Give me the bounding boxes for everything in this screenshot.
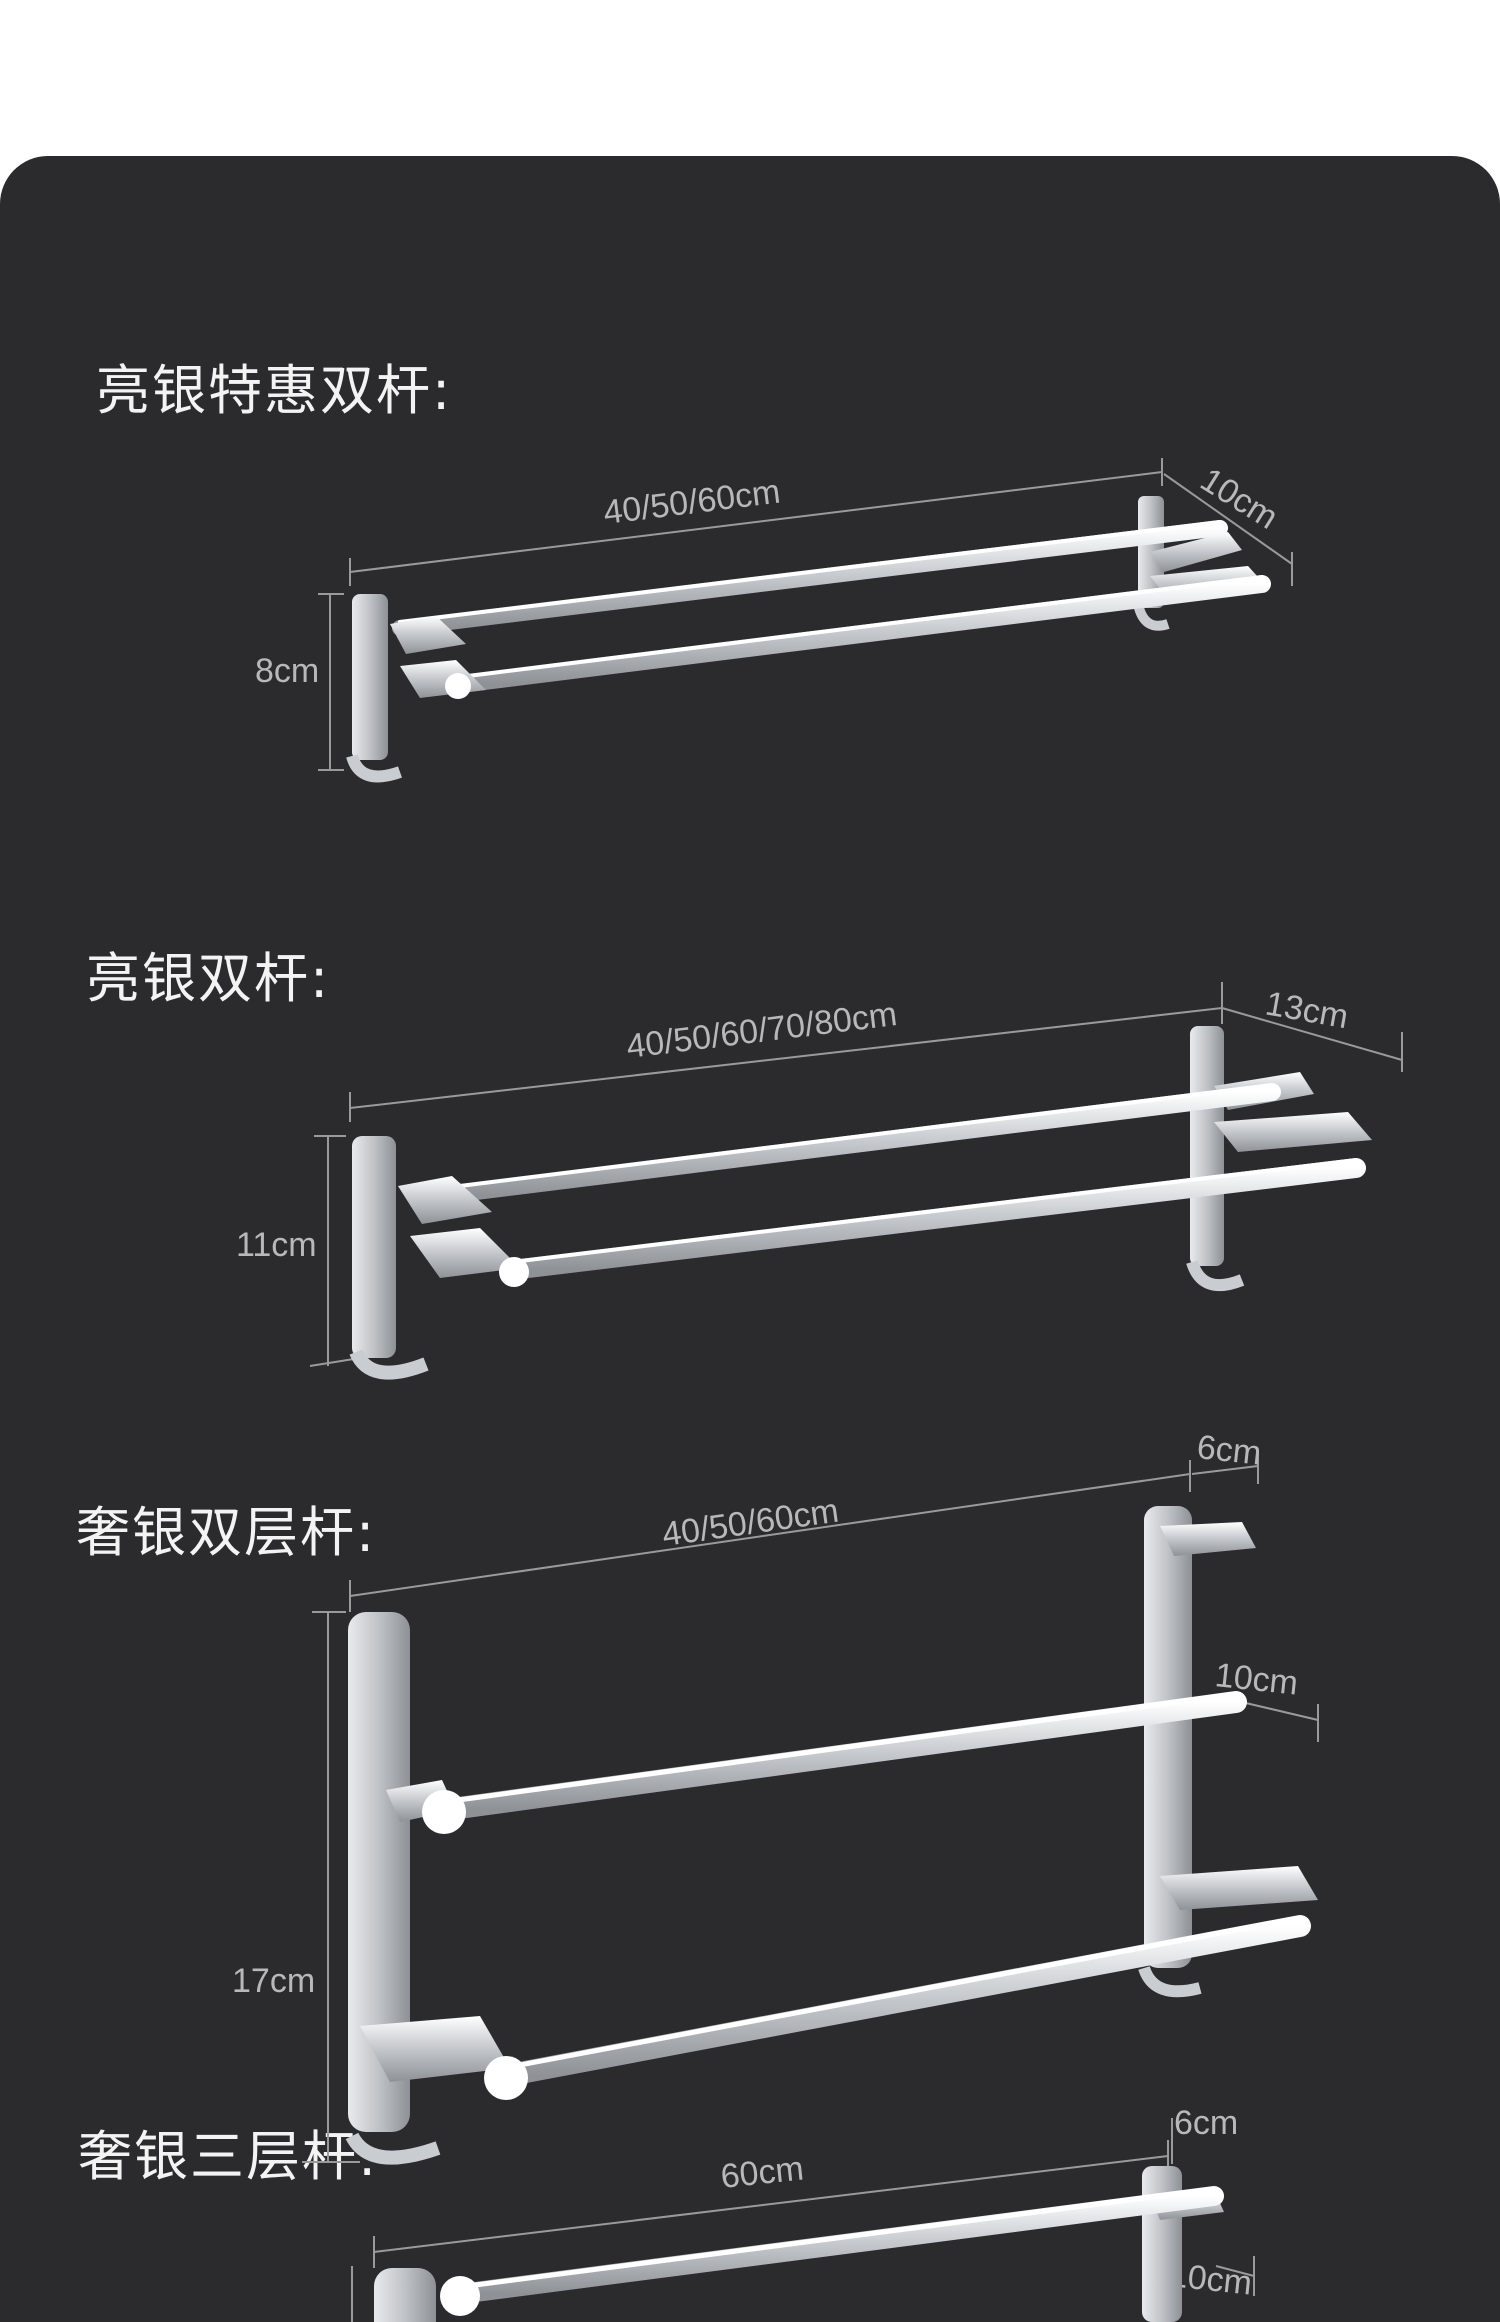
- height-label-1: 8cm: [255, 652, 319, 690]
- rack-illustration-4: 60cm 6cm 10cm: [351, 2104, 1255, 2322]
- length-label-4: 60cm: [719, 2149, 806, 2195]
- height-label-3: 17cm: [232, 1962, 315, 2000]
- length-label-3: 40/50/60cm: [660, 1492, 841, 1554]
- product-title-4: 奢银三层杆:: [78, 2125, 379, 2188]
- length-label-2: 40/50/60/70/80cm: [624, 995, 899, 1066]
- product-spec-card: 亮银特惠双杆: 亮银双杆: 奢银双层杆: 奢银三层杆:: [0, 156, 1500, 2322]
- rack-illustration-2: 40/50/60/70/80cm 13cm 11cm: [236, 982, 1403, 1380]
- rack-illustration-3: 40/50/60cm 6cm 10cm 17cm: [232, 1428, 1319, 2165]
- product-title-3: 奢银双层杆:: [76, 1501, 377, 1564]
- height-label-2: 11cm: [236, 1226, 317, 1264]
- rack-illustration-1: 40/50/60cm 10cm 8cm: [255, 458, 1293, 783]
- product-title-1: 亮银特惠双杆:: [96, 359, 453, 422]
- depth-top-label-4: 6cm: [1174, 2104, 1238, 2142]
- depth-label-2: 13cm: [1263, 984, 1351, 1036]
- depth-top-label-3: 6cm: [1195, 1428, 1263, 1473]
- towel-rack-illustrations: 40/50/60cm 10cm 8cm: [232, 458, 1403, 2322]
- product-title-2: 亮银双杆:: [86, 947, 331, 1010]
